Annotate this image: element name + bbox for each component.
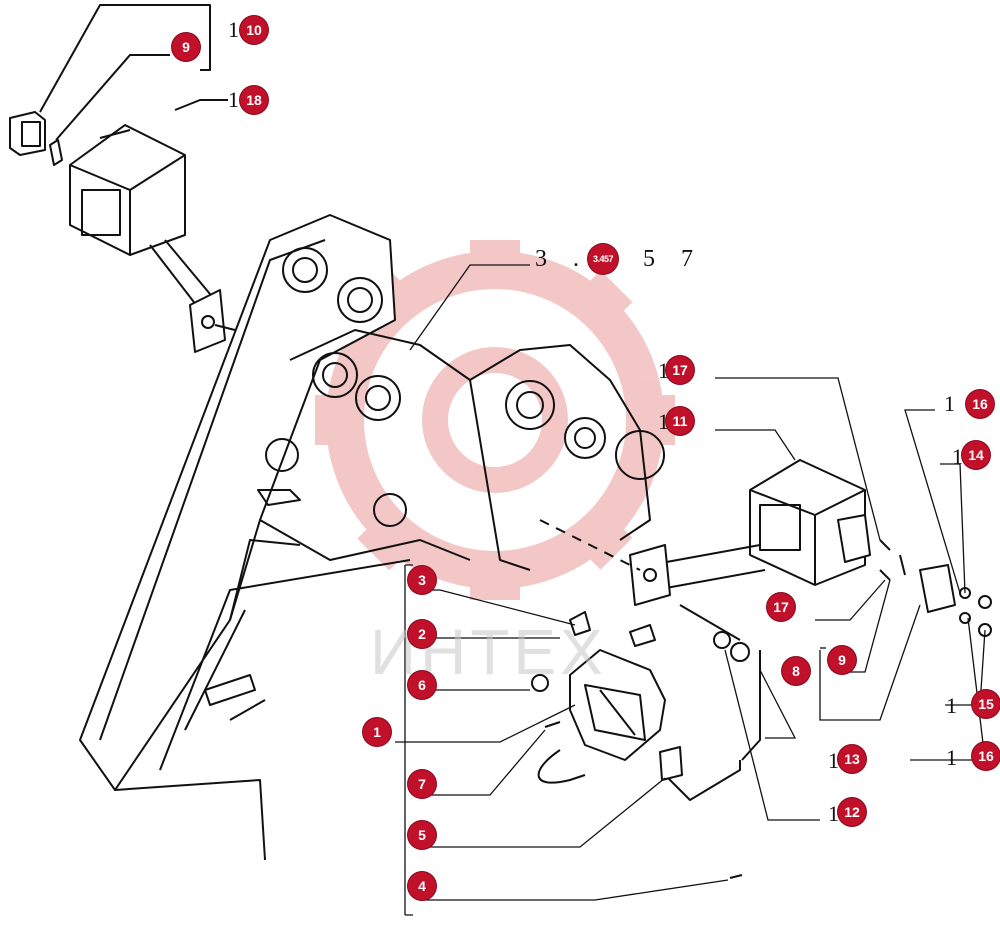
reference-code: 3 . 4 5 7 (535, 246, 703, 272)
callout-12[interactable]: 12 (838, 798, 866, 826)
callout-5[interactable]: 5 (408, 821, 436, 849)
callout-prefix: 1 (952, 444, 963, 469)
callout-11[interactable]: 11 (666, 407, 694, 435)
callout-prefix: 1 (944, 391, 955, 416)
callout-17[interactable]: 17 (666, 356, 694, 384)
callout-16-lower[interactable]: 16 (972, 742, 1000, 770)
callout-14[interactable]: 14 (962, 441, 990, 469)
callout-prefix: 1 (658, 409, 669, 434)
callout-prefix: 1 (946, 693, 957, 718)
callout-13[interactable]: 13 (838, 745, 866, 773)
callout-prefix: 1 (228, 87, 239, 112)
callout-17-lower[interactable]: 17 (767, 593, 795, 621)
callout-9-lower[interactable]: 9 (828, 646, 856, 674)
callout-18[interactable]: 18 (240, 86, 268, 114)
watermark-text: ИНТЕХ (370, 616, 607, 688)
callout-prefix: 1 (828, 801, 839, 826)
callout-4[interactable]: 4 (408, 872, 436, 900)
reference-code-marker[interactable]: 3.457 (588, 244, 618, 274)
callout-2[interactable]: 2 (408, 620, 436, 648)
callout-9[interactable]: 9 (172, 33, 200, 61)
callout-16[interactable]: 16 (966, 390, 994, 418)
callout-8[interactable]: 8 (782, 657, 810, 685)
callout-6[interactable]: 6 (408, 671, 436, 699)
callout-15[interactable]: 15 (972, 690, 1000, 718)
callout-1[interactable]: 1 (363, 718, 391, 746)
callout-prefix: 1 (658, 358, 669, 383)
callout-prefix: 1 (228, 17, 239, 42)
callout-7[interactable]: 7 (408, 770, 436, 798)
callout-3[interactable]: 3 (408, 566, 436, 594)
callout-prefix: 1 (828, 748, 839, 773)
callout-prefix: 1 (946, 745, 957, 770)
callout-10[interactable]: 10 (240, 16, 268, 44)
